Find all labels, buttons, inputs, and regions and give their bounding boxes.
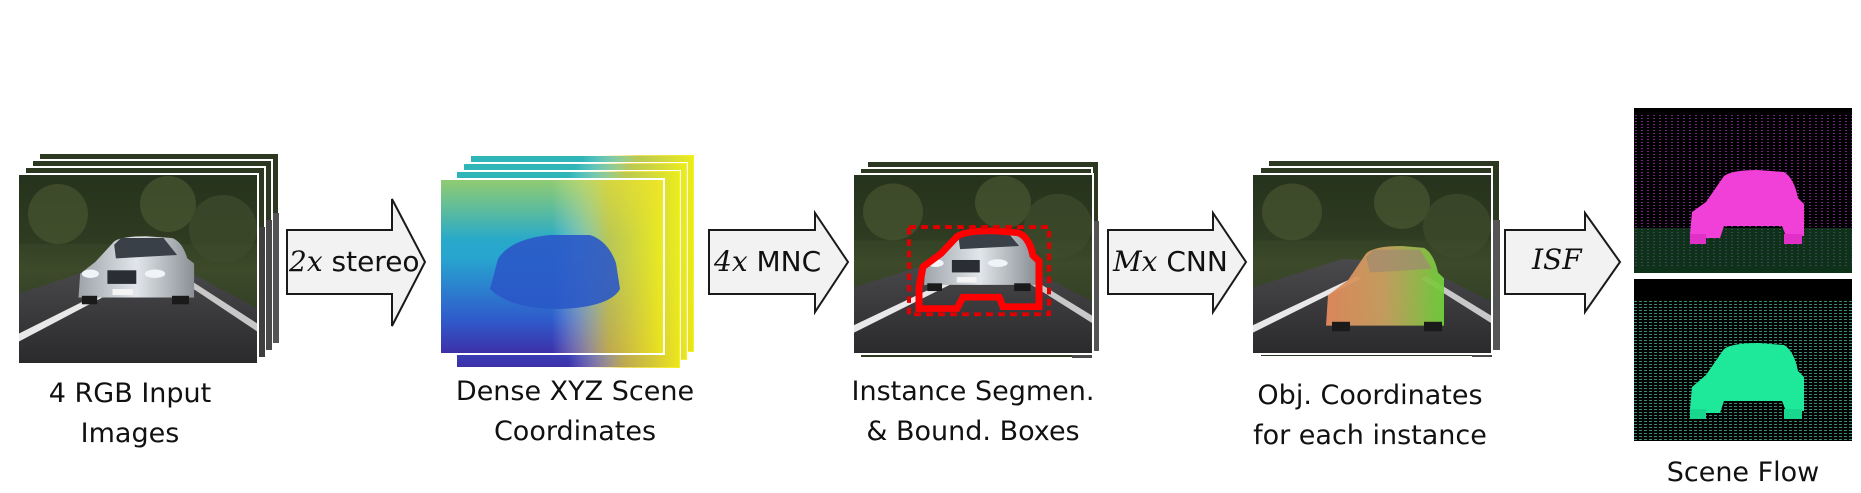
arrow-mnc [708, 209, 850, 316]
arrow-label-cnn: Mx CNN [1113, 245, 1228, 278]
arrow-label-mnc: 4x MNC [714, 245, 822, 278]
xyz-coordinate-stack [439, 154, 695, 369]
arrow-stereo [286, 198, 427, 327]
rgb-image-stack [17, 152, 280, 365]
caption-rgb-input: 4 RGB Input Images [48, 378, 212, 449]
arrow-isf [1504, 209, 1622, 316]
arrow-label-stereo: 2x stereo [289, 245, 420, 278]
arrow-cnn [1107, 209, 1248, 316]
object-coordinates-stack [1251, 159, 1501, 358]
arrow-label-isf: ISF [1532, 243, 1582, 276]
caption-segmentation: Instance Segmen. & Bound. Boxes [851, 376, 1095, 447]
caption-scene-flow: Scene Flow [1666, 457, 1820, 488]
caption-object-coordinates: Obj. Coordinates for each instance [1253, 380, 1487, 451]
scene-flow-images [1634, 108, 1852, 441]
segmentation-stack [852, 160, 1100, 359]
caption-xyz: Dense XYZ Scene Coordinates [455, 376, 695, 447]
